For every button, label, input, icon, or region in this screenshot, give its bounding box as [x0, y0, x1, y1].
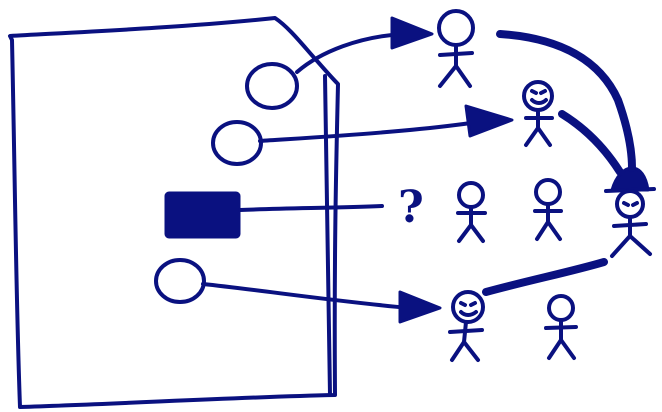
question-mark: ? [398, 182, 424, 233]
port-circle-2[interactable] [211, 120, 263, 166]
hub-link-upper-right [558, 110, 624, 176]
arrow-line-4 [201, 282, 412, 310]
container-box [8, 16, 340, 409]
hub-link-lower [482, 258, 608, 296]
container-divider [323, 74, 332, 397]
hub-link-top [496, 30, 636, 172]
arrow-line-2 [258, 120, 480, 143]
arrow-line-1 [295, 32, 407, 74]
port-circle-1[interactable] [245, 62, 299, 110]
port-square[interactable] [164, 191, 241, 239]
port-circle-4[interactable] [154, 258, 206, 304]
arrowhead-4 [398, 290, 442, 324]
arrowhead-1 [390, 16, 434, 50]
person-lower[interactable] [448, 290, 485, 362]
arrow-line-3 [238, 204, 384, 212]
arrowhead-2 [464, 104, 514, 138]
person-middle-left[interactable] [456, 181, 487, 243]
person-hub[interactable] [604, 166, 656, 258]
person-upper-right[interactable] [522, 80, 554, 147]
person-lower-right[interactable] [544, 294, 578, 360]
person-middle-right[interactable] [533, 178, 563, 241]
person-top[interactable] [437, 9, 475, 88]
